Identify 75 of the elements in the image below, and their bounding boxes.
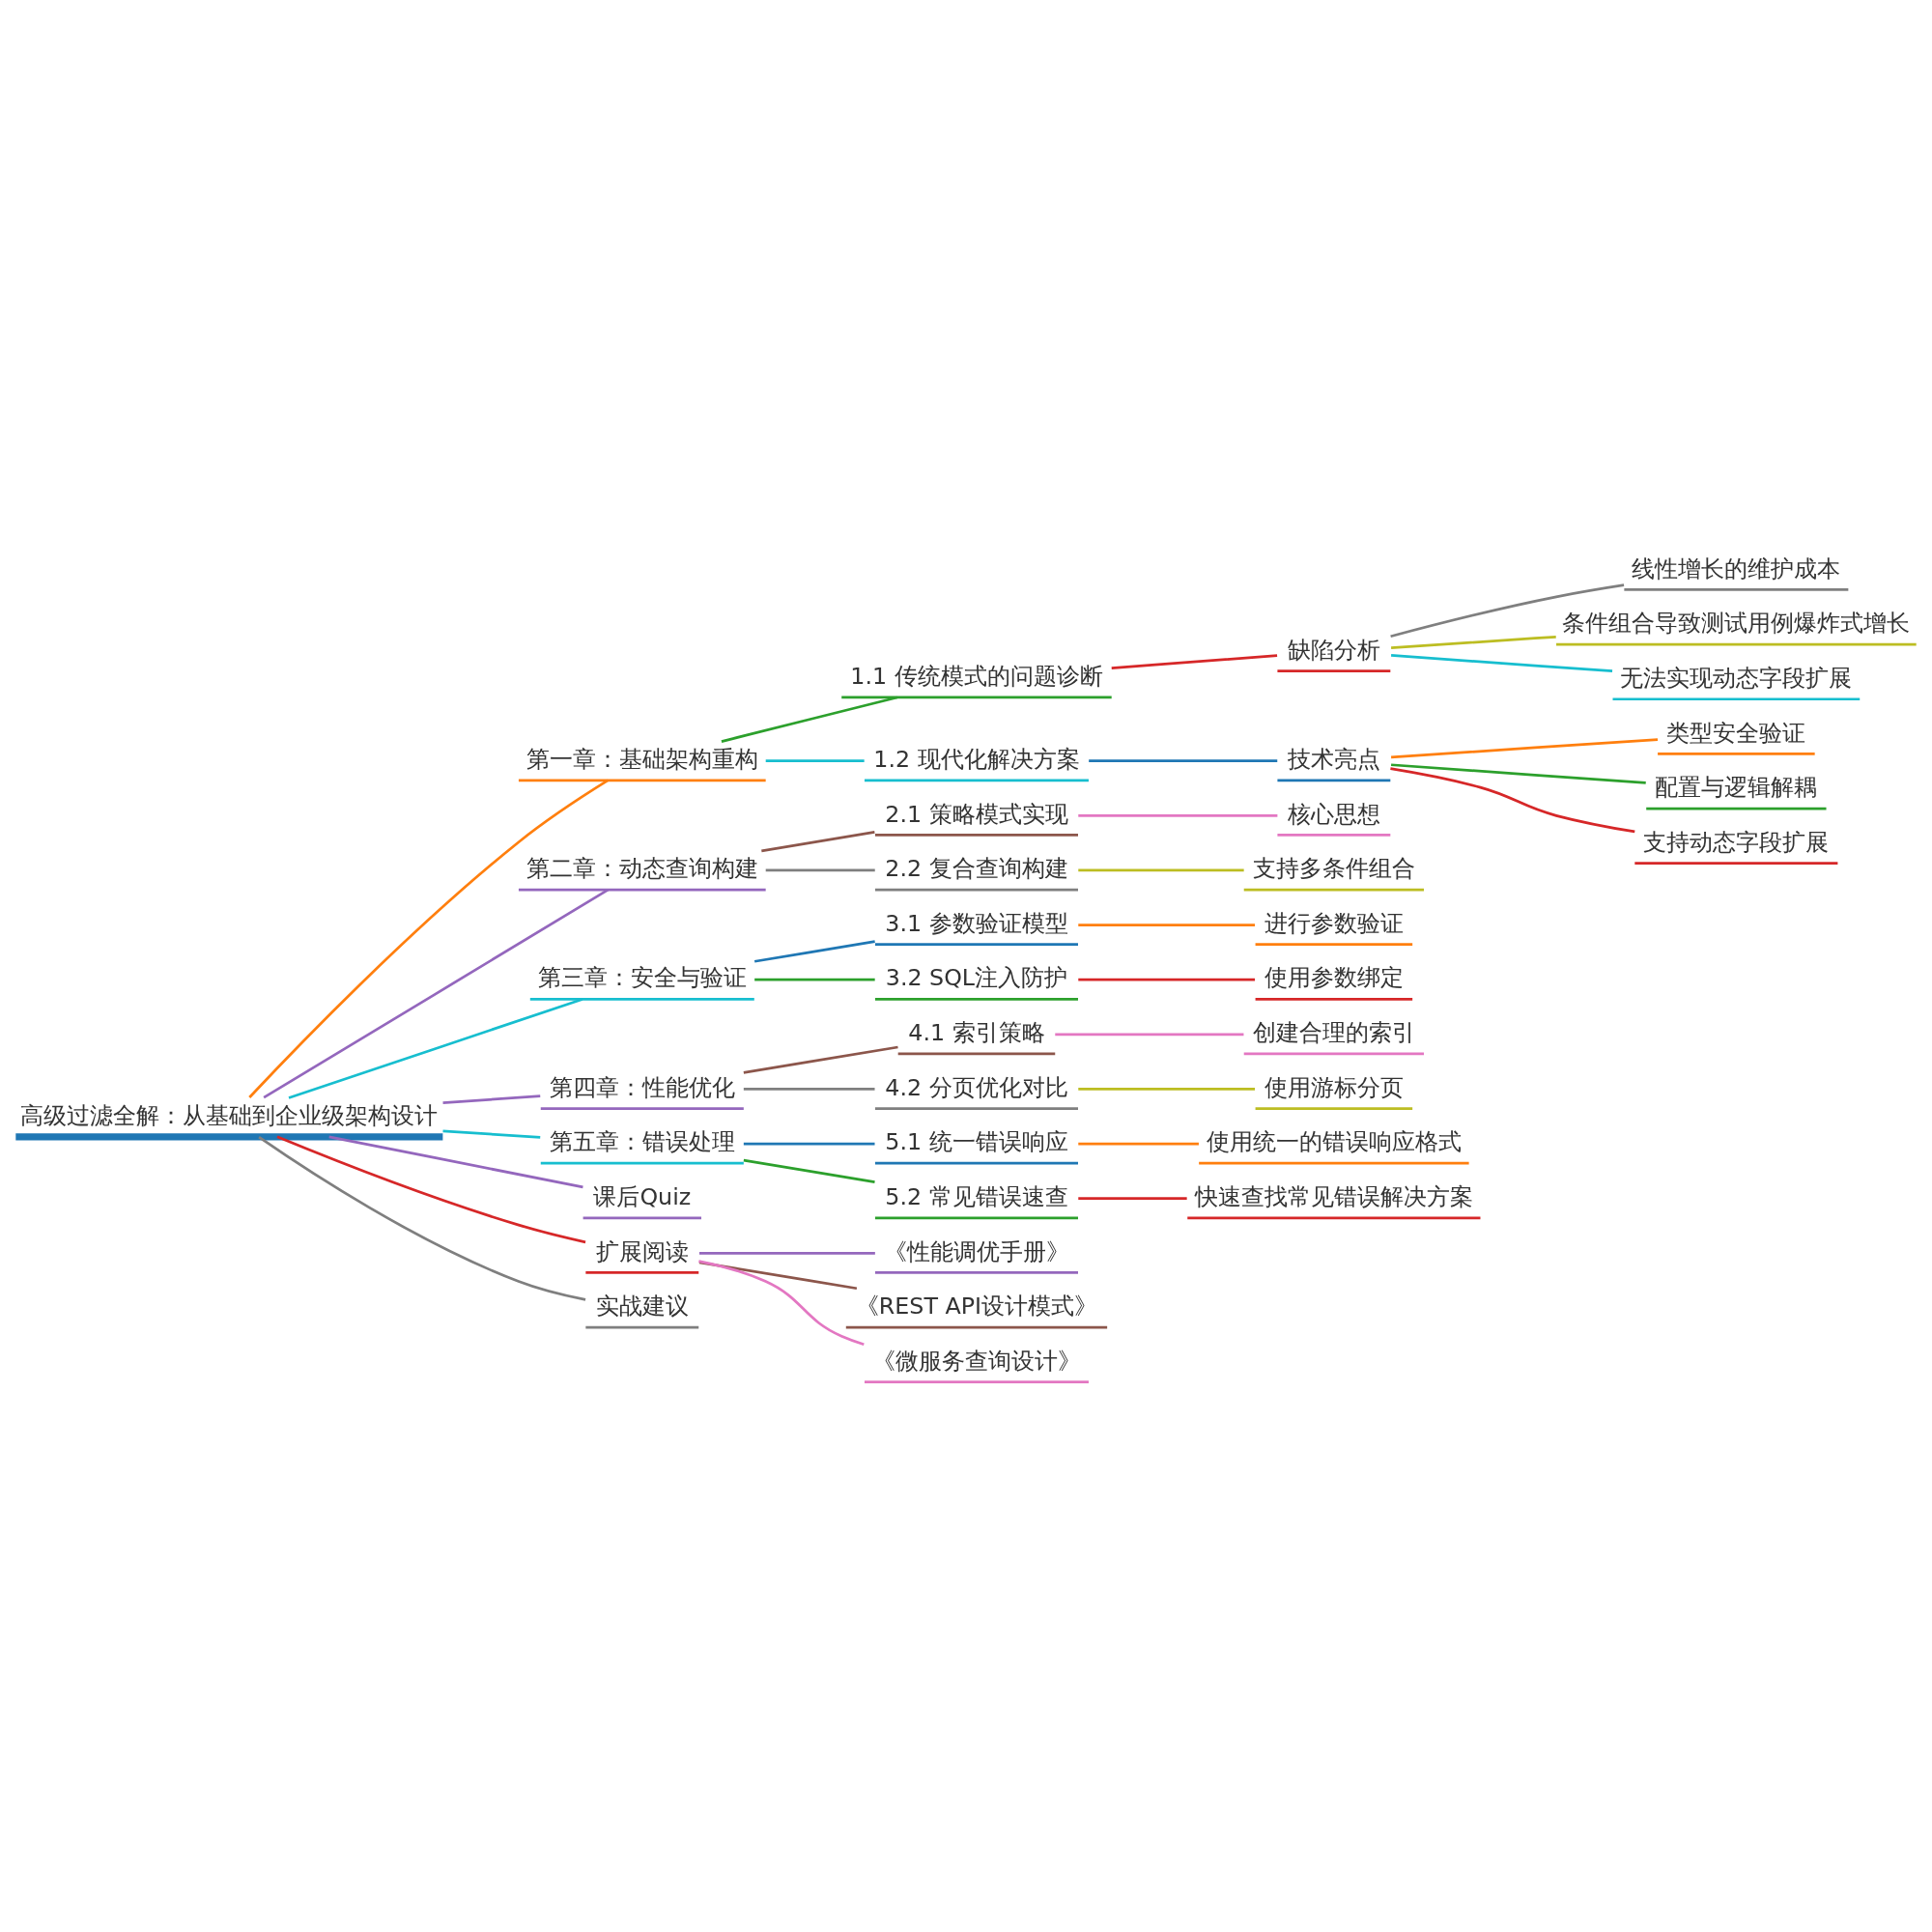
- connector: [328, 1134, 583, 1188]
- connector: [765, 758, 865, 762]
- connector: [442, 1094, 541, 1104]
- node-text: 线性增长的维护成本: [1632, 554, 1841, 582]
- node-text: 快速查找常见错误解决方案: [1194, 1182, 1473, 1210]
- connector: [698, 1259, 865, 1346]
- node-text: 使用游标分页: [1264, 1073, 1404, 1101]
- connector: [1391, 635, 1556, 649]
- node-text: 第一章：基础架构重构: [526, 745, 758, 773]
- node-text: 5.2 常见错误速查: [885, 1182, 1068, 1210]
- node-text: 技术亮点: [1287, 745, 1380, 773]
- node-text: 缺陷分析: [1287, 636, 1380, 664]
- node-text: 实战建议: [595, 1292, 689, 1320]
- node-text: 支持多条件组合: [1252, 854, 1415, 882]
- node-text: 《性能调优手册》: [883, 1237, 1069, 1265]
- node-text: 2.1 策略模式实现: [885, 800, 1068, 828]
- connector: [761, 830, 875, 852]
- node-text: 第五章：错误处理: [549, 1127, 735, 1155]
- connector: [248, 779, 609, 1098]
- connector: [442, 1129, 541, 1139]
- node-text: 5.1 统一错误响应: [885, 1127, 1068, 1155]
- connector: [1391, 737, 1659, 758]
- node-text: 创建合理的索引: [1252, 1018, 1415, 1046]
- node-text: 4.2 分页优化对比: [885, 1073, 1068, 1101]
- node-text: 类型安全验证: [1666, 719, 1806, 746]
- node-text: 高级过滤全解：从基础到企业级架构设计: [20, 1101, 439, 1129]
- connector: [1078, 1142, 1199, 1145]
- connector: [743, 1142, 875, 1145]
- connector: [1390, 582, 1625, 638]
- connector: [1078, 868, 1244, 871]
- connector: [1089, 758, 1278, 762]
- node-text: 无法实现动态字段扩展: [1620, 664, 1853, 692]
- node-text: 2.2 复合查询构建: [885, 854, 1068, 882]
- node-text: 第二章：动态查询构建: [526, 854, 758, 882]
- connector: [1078, 1196, 1187, 1200]
- node-text: 第三章：安全与验证: [537, 963, 747, 991]
- node-text: 使用参数绑定: [1264, 963, 1404, 991]
- node-text: 《微服务查询设计》: [871, 1347, 1081, 1375]
- node-text: 配置与逻辑解耦: [1655, 773, 1818, 801]
- connector: [698, 1260, 858, 1290]
- node-text: 1.1 传统模式的问题诊断: [850, 662, 1103, 690]
- node-text: 3.2 SQL注入防护: [885, 963, 1068, 991]
- connector: [1391, 762, 1646, 784]
- connector: [258, 1135, 586, 1301]
- node-text: 3.1 参数验证模型: [885, 909, 1068, 937]
- node-text: 课后Quiz: [593, 1182, 692, 1210]
- node-text: 使用统一的错误响应格式: [1206, 1127, 1462, 1155]
- connector: [743, 1045, 898, 1074]
- node-text: 第四章：性能优化: [549, 1073, 735, 1101]
- node-text: 4.1 索引策略: [908, 1018, 1045, 1046]
- connector: [1055, 1032, 1244, 1036]
- connector: [1078, 813, 1278, 817]
- connector: [1078, 1087, 1256, 1091]
- connector: [1390, 766, 1635, 833]
- node-text: 支持动态字段扩展: [1643, 828, 1830, 856]
- node-text: 核心思想: [1287, 800, 1380, 828]
- connector: [754, 978, 875, 981]
- connector: [743, 1158, 875, 1183]
- connector: [765, 868, 875, 871]
- connector: [288, 997, 583, 1099]
- node-text: 扩展阅读: [595, 1237, 689, 1265]
- connector: [721, 696, 898, 743]
- connector: [263, 888, 610, 1098]
- connector: [1078, 923, 1256, 926]
- connector: [276, 1135, 586, 1243]
- connector: [743, 1087, 875, 1091]
- node-text: 《REST API设计模式》: [855, 1292, 1098, 1320]
- node-text: 1.2 现代化解决方案: [873, 745, 1080, 773]
- connector: [1078, 978, 1256, 981]
- node-text: 条件组合导致测试用例爆炸式增长: [1562, 609, 1911, 637]
- connector: [1111, 653, 1278, 669]
- connector: [753, 939, 875, 963]
- connector: [1391, 653, 1613, 672]
- connector: [698, 1251, 875, 1255]
- node-text: 进行参数验证: [1264, 909, 1404, 937]
